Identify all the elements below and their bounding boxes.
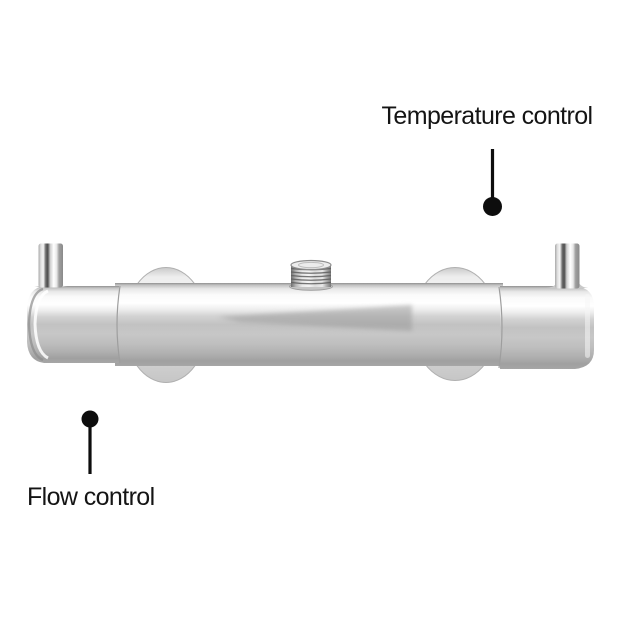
flow-pointer-dot: [81, 410, 99, 428]
temperature-handle: [500, 286, 594, 369]
right-handle-seam: [498, 286, 503, 369]
outlet-thread-ridges: [290, 267, 332, 285]
flow-pin: [38, 243, 63, 288]
temperature-handle-end-highlight: [585, 294, 590, 358]
outlet-top-face-inner: [298, 261, 324, 269]
flow-handle-rim-highlight: [33, 289, 49, 360]
flow-handle: [27, 286, 119, 363]
outlet-top-face: [290, 259, 332, 271]
outlet-thread: [291, 265, 331, 287]
flow-handle-rim-shade: [27, 287, 44, 362]
flow-control-label: Flow control: [27, 483, 155, 511]
bar-reflection-shade: [218, 305, 412, 331]
left-handle-seam: [116, 285, 121, 364]
temperature-control-label: Temperature control: [381, 102, 594, 130]
temperature-pointer-dot: [483, 197, 502, 216]
temperature-pin: [555, 243, 580, 289]
